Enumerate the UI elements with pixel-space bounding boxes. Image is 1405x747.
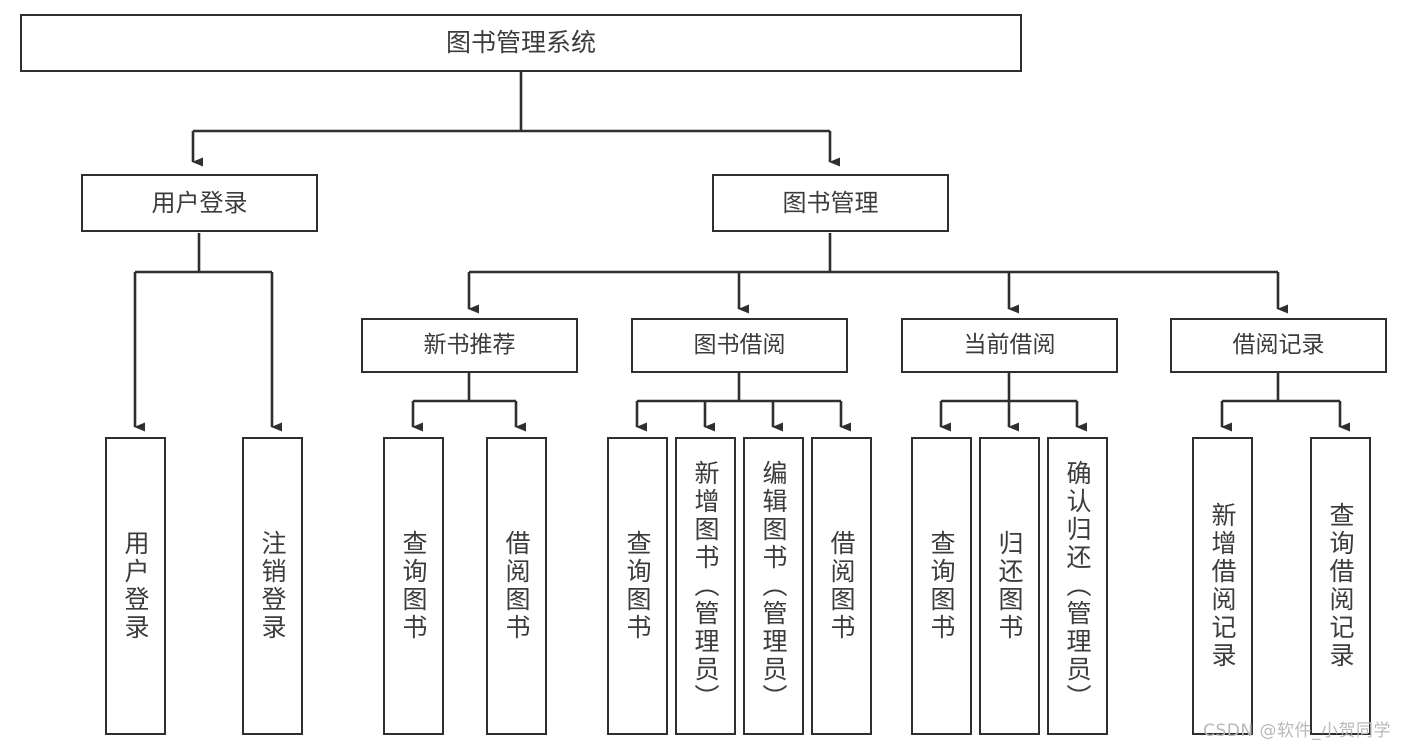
node-leaf-logout-label: 注销登录 <box>258 530 287 642</box>
node-leaf-add-book-label: 新增图书（管理员） <box>691 460 720 712</box>
node-leaf-borrow-book-2[interactable]: 借阅图书 <box>811 437 872 735</box>
node-leaf-user-login[interactable]: 用户登录 <box>105 437 166 735</box>
node-root[interactable]: 图书管理系统 <box>20 14 1022 72</box>
node-book-borrow[interactable]: 图书借阅 <box>631 318 848 373</box>
csdn-watermark: CSDN @软件_小贺同学 <box>1203 721 1391 741</box>
node-leaf-confirm-return-label: 确认归还（管理员） <box>1063 460 1092 712</box>
node-leaf-return-book-label: 归还图书 <box>995 530 1024 642</box>
node-current-borrow-label: 当前借阅 <box>963 331 1056 358</box>
node-leaf-confirm-return[interactable]: 确认归还（管理员） <box>1047 437 1108 735</box>
node-root-label: 图书管理系统 <box>445 28 596 58</box>
node-leaf-user-login-label: 用户登录 <box>121 530 150 642</box>
node-leaf-borrow-book-2-label: 借阅图书 <box>827 530 856 642</box>
node-leaf-return-book[interactable]: 归还图书 <box>979 437 1040 735</box>
node-borrow-record[interactable]: 借阅记录 <box>1170 318 1387 373</box>
node-book-borrow-label: 图书借阅 <box>693 331 786 358</box>
node-leaf-edit-book-label: 编辑图书（管理员） <box>759 460 788 712</box>
node-leaf-logout[interactable]: 注销登录 <box>242 437 303 735</box>
node-leaf-add-book[interactable]: 新增图书（管理员） <box>675 437 736 735</box>
node-leaf-borrow-book-1[interactable]: 借阅图书 <box>486 437 547 735</box>
node-book-manage-label: 图书管理 <box>782 188 879 217</box>
node-leaf-borrow-book-1-label: 借阅图书 <box>502 530 531 642</box>
node-current-borrow[interactable]: 当前借阅 <box>901 318 1118 373</box>
node-leaf-edit-book[interactable]: 编辑图书（管理员） <box>743 437 804 735</box>
node-book-manage[interactable]: 图书管理 <box>712 174 949 232</box>
node-borrow-record-label: 借阅记录 <box>1232 331 1325 358</box>
node-user-login-label: 用户登录 <box>151 188 248 217</box>
node-new-book-recommend-label: 新书推荐 <box>423 331 516 358</box>
node-leaf-query-book-3-label: 查询图书 <box>927 530 956 642</box>
node-leaf-add-record[interactable]: 新增借阅记录 <box>1192 437 1253 735</box>
node-leaf-query-record[interactable]: 查询借阅记录 <box>1310 437 1371 735</box>
node-leaf-query-book-1[interactable]: 查询图书 <box>383 437 444 735</box>
node-leaf-query-book-3[interactable]: 查询图书 <box>911 437 972 735</box>
node-new-book-recommend[interactable]: 新书推荐 <box>361 318 578 373</box>
node-leaf-add-record-label: 新增借阅记录 <box>1208 502 1237 670</box>
node-leaf-query-record-label: 查询借阅记录 <box>1326 502 1355 670</box>
node-leaf-query-book-2[interactable]: 查询图书 <box>607 437 668 735</box>
node-user-login[interactable]: 用户登录 <box>81 174 318 232</box>
node-leaf-query-book-2-label: 查询图书 <box>623 530 652 642</box>
node-leaf-query-book-1-label: 查询图书 <box>399 530 428 642</box>
